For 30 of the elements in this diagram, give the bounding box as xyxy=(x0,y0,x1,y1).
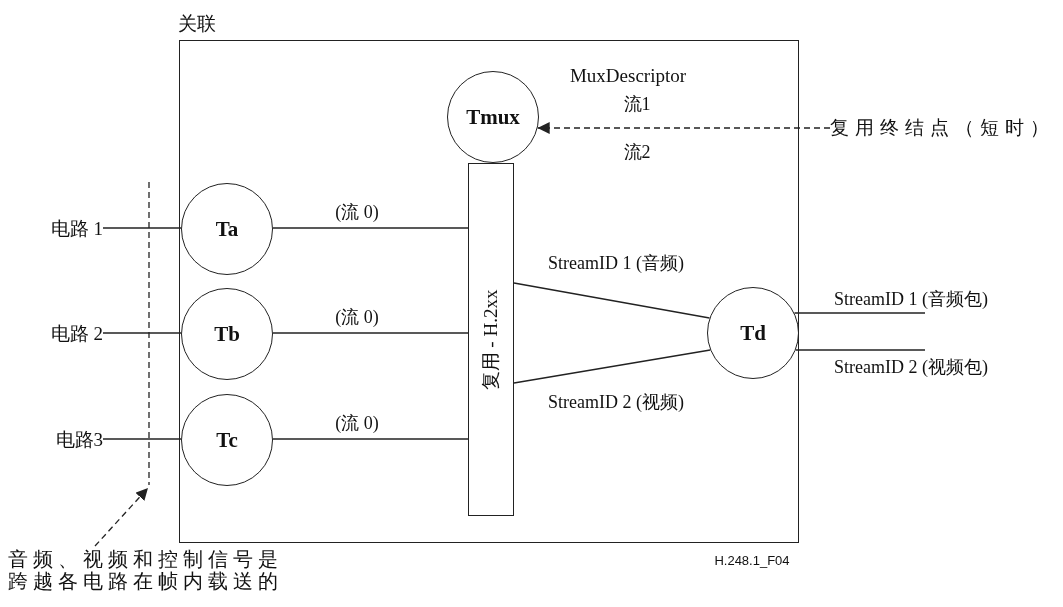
connector-line xyxy=(793,312,926,314)
edge-label: StreamID 1 (音频) xyxy=(546,251,686,275)
connector-line xyxy=(513,349,711,384)
connector-line xyxy=(102,227,182,229)
circuit-label: 电路 2 xyxy=(50,321,103,347)
connector-line xyxy=(102,438,182,440)
connector-line xyxy=(272,438,469,440)
edge-label: (流 0) xyxy=(333,411,381,435)
stream-label: 流1 xyxy=(621,92,653,116)
note-text: 音频、视频和控制信号是跨越各电路在帧内载送的 xyxy=(8,548,300,592)
circuit-label: 电路 1 xyxy=(50,216,103,242)
circuit-label: 电路3 xyxy=(55,427,103,453)
connector-line xyxy=(272,227,469,229)
stream-label: 流2 xyxy=(621,140,653,164)
multiplexer-label: 复用 - H.2xx xyxy=(479,289,502,390)
multiplexer-bar xyxy=(468,163,514,516)
dashed-divider-line xyxy=(146,182,152,485)
edge-label: (流 0) xyxy=(333,305,381,329)
edge-label: StreamID 1 (音频包) xyxy=(832,287,990,311)
mux-termination-label: 复用终结点（短时） xyxy=(830,115,1055,141)
arrow xyxy=(537,122,831,134)
edge-label: (流 0) xyxy=(333,200,381,224)
connector-line xyxy=(102,332,182,334)
connector-line xyxy=(272,332,469,334)
context-heading: 关联 xyxy=(178,12,216,36)
edge-label: StreamID 2 (视频包) xyxy=(832,355,990,379)
arrow xyxy=(94,487,149,547)
connector-line xyxy=(795,349,926,351)
connector-line xyxy=(513,282,711,319)
edge-label: StreamID 2 (视频) xyxy=(546,390,686,414)
